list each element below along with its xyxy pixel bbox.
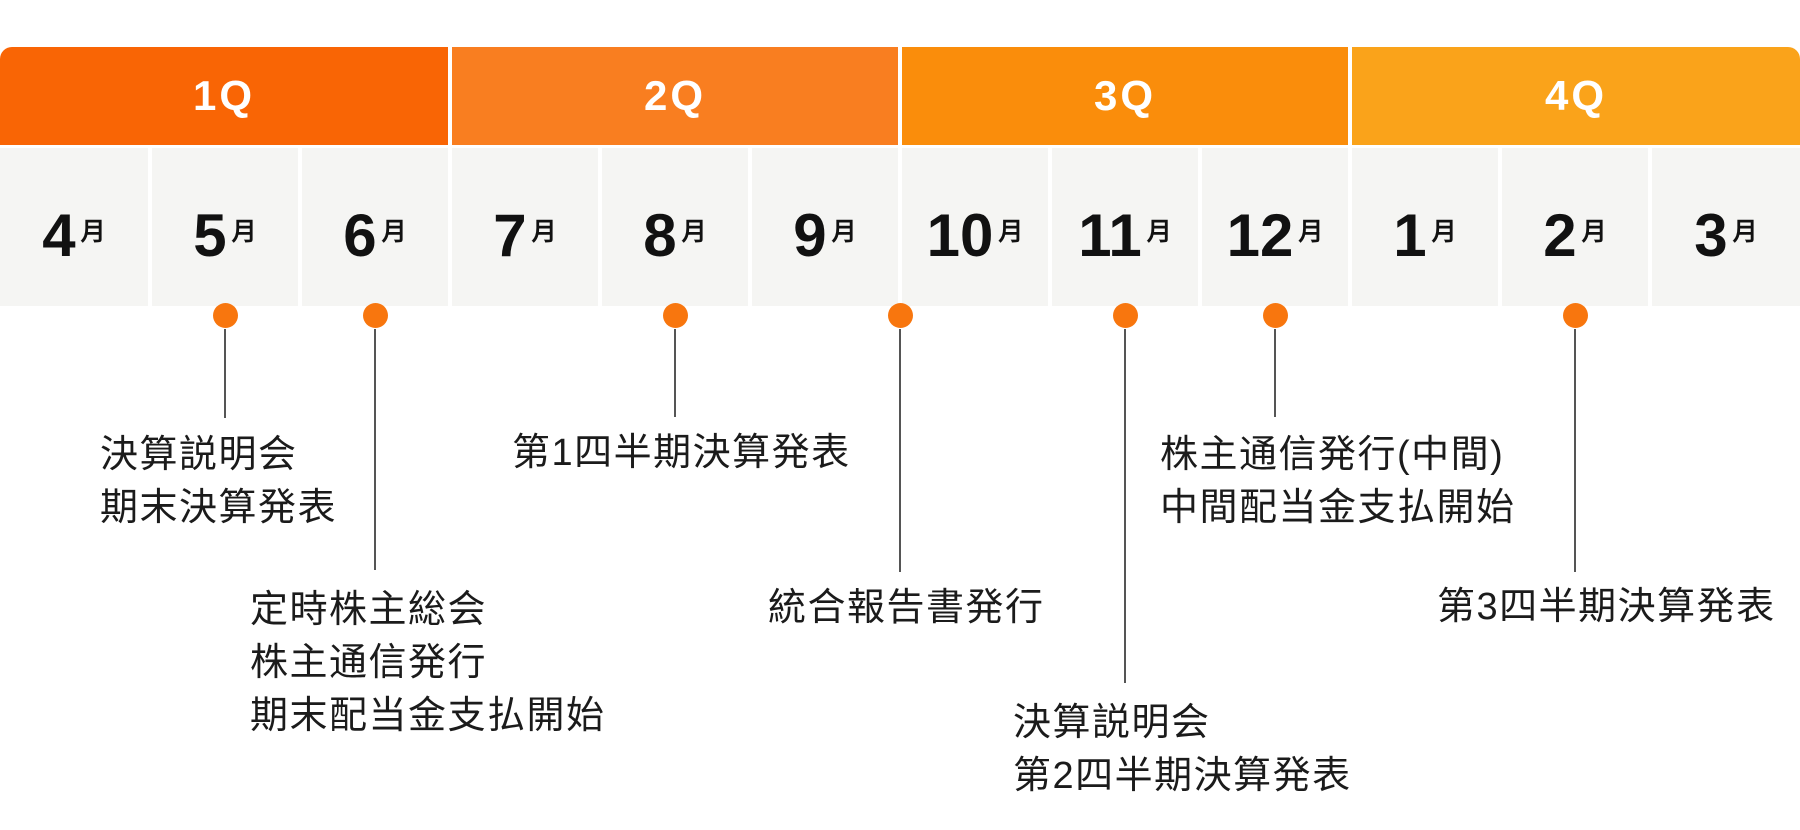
event-text-may: 決算説明会 期末決算発表	[100, 429, 337, 535]
month-label: 7	[493, 202, 527, 269]
event-line-text: 決算説明会	[100, 434, 298, 476]
quarter-label-3q: 3Q	[1093, 72, 1157, 119]
event-line-text: 期末配当金支払開始	[250, 695, 606, 737]
event-connector-may	[224, 329, 226, 418]
month-unit: 月	[381, 217, 407, 246]
event-dot-jun	[363, 303, 388, 328]
quarter-band-1q: 1Q	[0, 47, 448, 145]
month-unit: 月	[681, 217, 707, 246]
quarter-band-4q: 4Q	[1352, 47, 1800, 145]
event-line-text: 統合報告書発行	[768, 587, 1045, 629]
month-unit: 月	[1431, 217, 1457, 246]
month-unit: 月	[80, 217, 106, 246]
quarter-label-4q: 4Q	[1544, 72, 1608, 119]
event-connector-sep-oct	[899, 329, 901, 572]
event-dot-dec	[1263, 303, 1288, 328]
event-text-sep-oct: 統合報告書発行	[768, 582, 1045, 635]
event-connector-aug	[674, 329, 676, 417]
event-text-feb: 第3四半期決算発表	[1437, 581, 1776, 634]
month-label: 10	[926, 202, 994, 269]
month-label: 12	[1226, 202, 1294, 269]
event-line-text: 株主通信発行(中間)	[1160, 434, 1505, 476]
month-unit: 月	[531, 217, 557, 246]
event-text-nov: 決算説明会 第2四半期決算発表	[1013, 697, 1352, 803]
month-label: 11	[1078, 202, 1142, 269]
quarter-label-1q: 1Q	[192, 72, 256, 119]
event-connector-feb	[1574, 329, 1576, 572]
quarter-band-3q: 3Q	[902, 47, 1348, 145]
month-unit: 月	[231, 217, 257, 246]
month-unit: 月	[1298, 217, 1324, 246]
event-connector-dec	[1274, 329, 1276, 417]
event-line-text: 第2四半期決算発表	[1013, 755, 1352, 797]
month-label: 1	[1393, 202, 1427, 269]
quarter-band-2q: 2Q	[452, 47, 898, 145]
event-dot-sep-oct	[888, 303, 913, 328]
month-label: 2	[1543, 202, 1577, 269]
event-line-text: 定時株主総会	[250, 589, 488, 631]
month-label: 5	[193, 202, 227, 269]
event-connector-jun	[374, 329, 376, 570]
month-unit: 月	[1732, 217, 1758, 246]
month-unit: 月	[1146, 217, 1172, 246]
month-label: 8	[643, 202, 677, 269]
event-text-aug: 第1四半期決算発表	[512, 427, 851, 480]
event-line-text: 中間配当金支払開始	[1160, 487, 1516, 529]
event-connector-nov	[1124, 329, 1126, 683]
month-unit: 月	[1581, 217, 1607, 246]
event-text-dec: 株主通信発行(中間) 中間配当金支払開始	[1160, 429, 1516, 535]
event-text-jun: 定時株主総会 株主通信発行 期末配当金支払開始	[250, 584, 606, 743]
event-dot-feb	[1563, 303, 1588, 328]
event-line-text: 期末決算発表	[100, 487, 338, 529]
event-line-text: 株主通信発行	[250, 642, 488, 684]
month-unit: 月	[998, 217, 1024, 246]
event-line-text: 決算説明会	[1013, 702, 1211, 744]
month-label: 9	[793, 202, 827, 269]
quarter-label-2q: 2Q	[643, 72, 707, 119]
month-label: 4	[42, 202, 76, 269]
month-label: 3	[1694, 202, 1728, 269]
event-line-text: 第1四半期決算発表	[512, 432, 851, 474]
event-dot-nov	[1113, 303, 1138, 328]
month-label: 6	[343, 202, 377, 269]
event-line-text: 第3四半期決算発表	[1437, 586, 1776, 628]
event-dot-may	[213, 303, 238, 328]
month-unit: 月	[831, 217, 857, 246]
event-dot-aug	[663, 303, 688, 328]
